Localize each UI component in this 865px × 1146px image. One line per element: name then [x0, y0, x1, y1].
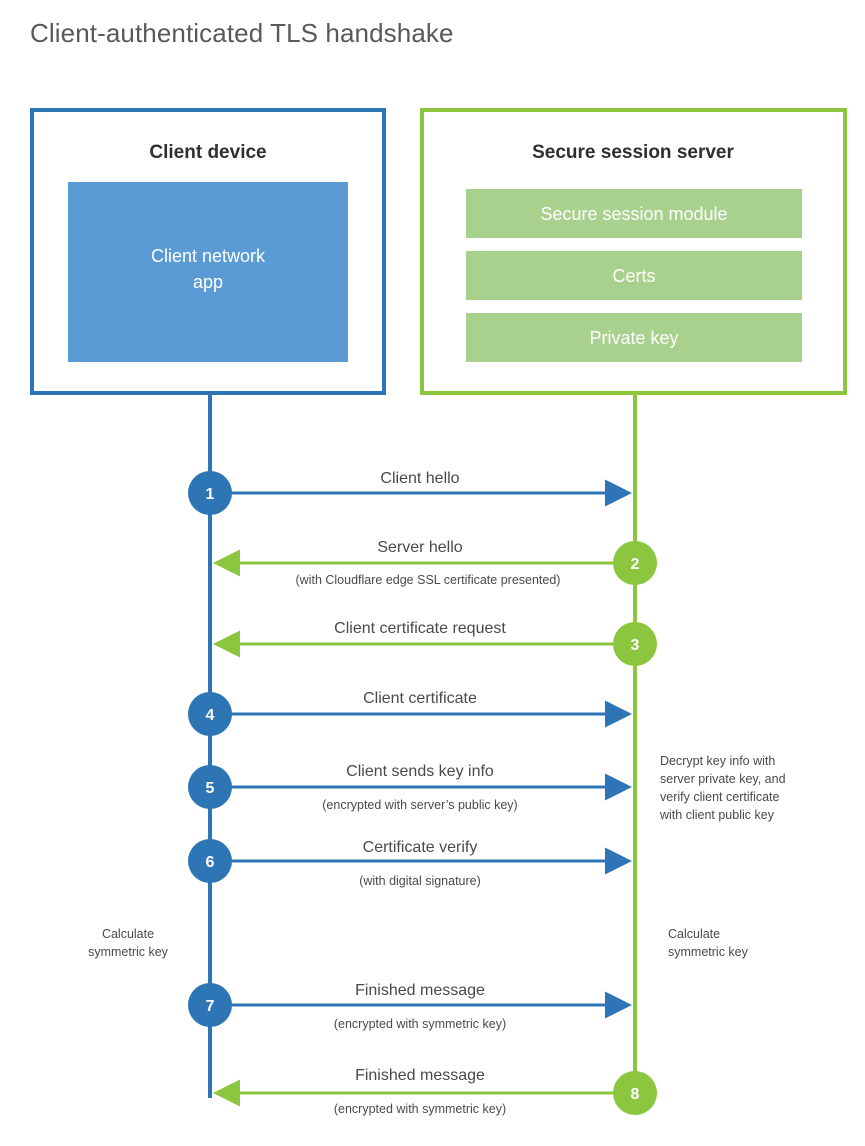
step-5-group: 5 Client sends key info (encrypted with …	[188, 763, 632, 812]
client-calculate-note: Calculate symmetric key	[88, 927, 169, 959]
step-6-sublabel: (with digital signature)	[359, 874, 481, 888]
step-3-number: 3	[631, 637, 640, 654]
step-7-number: 7	[206, 998, 215, 1015]
server-calculate-note-line-2: symmetric key	[668, 945, 749, 959]
server-decrypt-note-line-1: Decrypt key info with	[660, 754, 775, 768]
step-4-badge	[188, 692, 232, 736]
step-3-label: Client certificate request	[334, 620, 506, 637]
step-5-number: 5	[206, 780, 215, 797]
step-5-label: Client sends key info	[346, 763, 494, 780]
private-key-label: Private key	[589, 328, 678, 348]
step-8-sublabel: (encrypted with symmetric key)	[334, 1102, 506, 1116]
client-network-app-label-line1: Client network	[151, 246, 266, 266]
secure-session-server-box: Secure session server Secure session mod…	[420, 108, 847, 395]
client-calculate-note-line-2: symmetric key	[88, 945, 169, 959]
client-device-box: Client device Client network app	[30, 108, 386, 395]
step-5-badge	[188, 765, 232, 809]
step-8-label: Finished message	[355, 1067, 485, 1084]
step-1-label: Client hello	[380, 470, 459, 487]
secure-session-module-label: Secure session module	[540, 204, 727, 224]
server-decrypt-note-line-4: with client public key	[659, 808, 775, 822]
client-network-app-box	[68, 182, 348, 362]
client-calculate-note-line-1: Calculate	[102, 927, 154, 941]
step-2-label: Server hello	[377, 539, 462, 556]
client-network-app-label-line2: app	[193, 272, 223, 292]
step-2-sublabel: (with Cloudflare edge SSL certificate pr…	[296, 573, 561, 587]
step-4-group: 4 Client certificate	[188, 690, 632, 736]
step-3-badge	[613, 622, 657, 666]
step-6-badge	[188, 839, 232, 883]
step-8-number: 8	[631, 1086, 640, 1103]
step-7-badge	[188, 983, 232, 1027]
server-decrypt-note-line-2: server private key, and	[660, 772, 786, 786]
secure-session-module-box	[466, 189, 802, 238]
step-2-group: 2 Server hello (with Cloudflare edge SSL…	[213, 539, 657, 587]
step-1-group: 1 Client hello	[188, 470, 632, 515]
server-calculate-note: Calculate symmetric key	[668, 927, 749, 959]
step-4-number: 4	[206, 707, 215, 724]
step-8-badge	[613, 1071, 657, 1115]
server-calculate-note-line-1: Calculate	[668, 927, 720, 941]
step-3-group: 3 Client certificate request	[213, 620, 657, 666]
private-key-box	[466, 313, 802, 362]
server-decrypt-note-line-3: verify client certificate	[660, 790, 780, 804]
step-7-label: Finished message	[355, 982, 485, 999]
server-decrypt-note: Decrypt key info with server private key…	[659, 754, 786, 822]
step-5-sublabel: (encrypted with server’s public key)	[322, 798, 517, 812]
step-6-group: 6 Certificate verify (with digital signa…	[188, 839, 632, 888]
step-6-number: 6	[206, 854, 215, 871]
client-device-title: Client device	[149, 142, 266, 163]
step-2-badge	[613, 541, 657, 585]
step-4-label: Client certificate	[363, 690, 477, 707]
step-2-number: 2	[631, 556, 640, 573]
page-title: Client-authenticated TLS handshake	[30, 18, 454, 48]
step-1-number: 1	[206, 486, 215, 503]
secure-session-server-title: Secure session server	[532, 142, 734, 163]
certs-box	[466, 251, 802, 300]
step-1-badge	[188, 471, 232, 515]
step-6-label: Certificate verify	[363, 839, 478, 856]
step-7-sublabel: (encrypted with symmetric key)	[334, 1017, 506, 1031]
step-8-group: 8 Finished message (encrypted with symme…	[213, 1067, 657, 1116]
certs-label: Certs	[612, 266, 655, 286]
step-7-group: 7 Finished message (encrypted with symme…	[188, 982, 632, 1031]
